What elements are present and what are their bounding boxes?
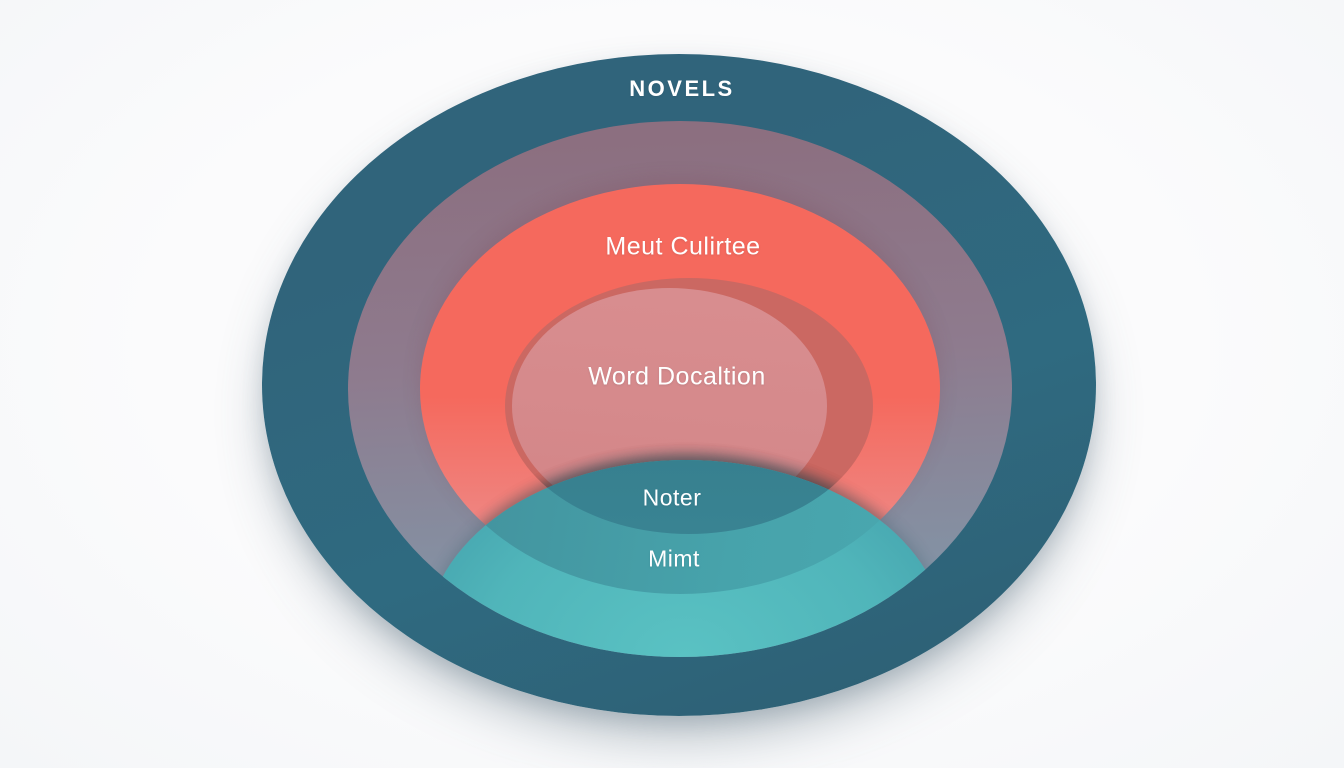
noter-lens-label: Noter	[642, 484, 702, 511]
inner-ellipse-label: Word Docaltion	[588, 362, 766, 391]
noter-lens-clip	[505, 278, 873, 534]
outer-ring-label: NOVELS	[629, 76, 735, 101]
middle-ring-ellipse	[348, 121, 1012, 657]
mimt-lens-label: Mimt	[648, 545, 700, 572]
coral-ring-label: Meut Culirtee	[605, 232, 761, 261]
